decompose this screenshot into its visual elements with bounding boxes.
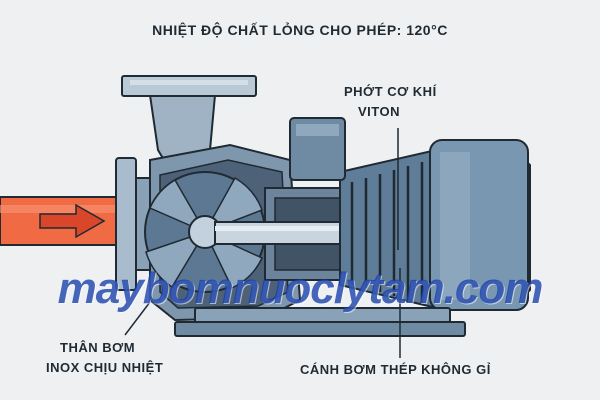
base-plate <box>174 307 466 337</box>
motor-housing <box>289 117 531 312</box>
page-title: NHIỆT ĐỘ CHẤT LỎNG CHO PHÉP: 120°C <box>152 22 448 38</box>
flow-arrow-icon <box>39 203 106 239</box>
leader-lines <box>124 128 401 358</box>
motor-cooling-fins <box>350 162 424 304</box>
pump-body-label-line2: INOX CHỊU NHIỆT <box>46 360 164 375</box>
website-watermark: maybomnuoclytam.com <box>57 264 544 313</box>
mechanical-seal-label-line1: PHỚT CƠ KHÍ <box>344 84 437 99</box>
pump-body-label-line1: THÂN BƠM <box>60 340 136 355</box>
mechanical-seal-label-line2: VITON <box>358 104 400 119</box>
impeller-label: CÁNH BƠM THÉP KHÔNG GỈ <box>300 362 491 377</box>
impeller <box>144 171 266 293</box>
leader-line-body <box>124 301 151 336</box>
